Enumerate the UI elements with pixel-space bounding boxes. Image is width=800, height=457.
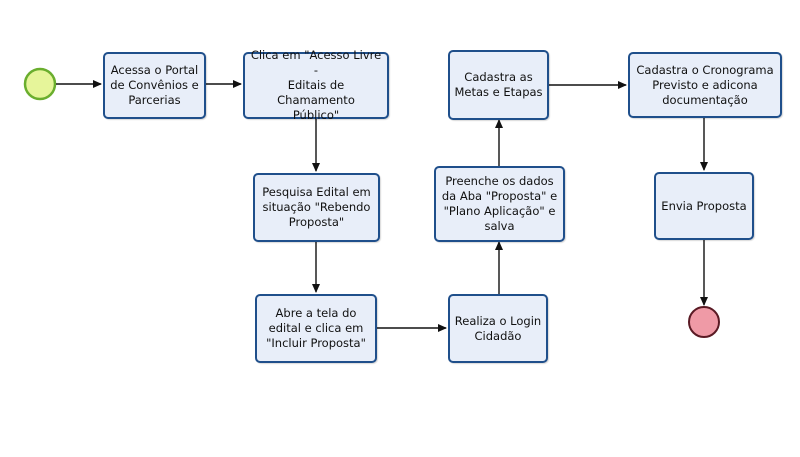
task-pesquisa-edital-label: Pesquisa Edital em situação "Rebendo Pro… bbox=[262, 185, 371, 229]
task-preenche-dados-label: Preenche os dados da Aba "Proposta" e "P… bbox=[441, 174, 558, 233]
task-preenche-dados: Preenche os dados da Aba "Proposta" e "P… bbox=[434, 166, 565, 242]
task-abre-tela-edital: Abre a tela do edital e clica em "Inclui… bbox=[255, 294, 377, 363]
task-cadastra-metas-label: Cadastra as Metas e Etapas bbox=[454, 70, 543, 99]
task-cadastra-metas: Cadastra as Metas e Etapas bbox=[448, 50, 549, 120]
task-realiza-login-label: Realiza o Login Cidadão bbox=[454, 313, 542, 343]
task-envia-proposta: Envia Proposta bbox=[654, 172, 754, 240]
task-realiza-login: Realiza o Login Cidadão bbox=[448, 294, 548, 363]
task-abre-tela-edital-label: Abre a tela do edital e clica em "Inclui… bbox=[266, 306, 366, 350]
start-event bbox=[23, 67, 57, 101]
task-cadastra-cronograma-label: Cadastra o Cronograma Previsto e adicona… bbox=[636, 62, 774, 107]
task-clica-acesso-livre: Clica em "Acesso Livre - Editais de Cham… bbox=[243, 48, 389, 122]
end-event bbox=[688, 306, 720, 338]
task-envia-proposta-label: Envia Proposta bbox=[661, 198, 747, 213]
task-pesquisa-edital: Pesquisa Edital em situação "Rebendo Pro… bbox=[253, 173, 380, 242]
task-acessa-portal: Acessa o Portal de Convênios e Parcerias bbox=[103, 52, 206, 119]
task-cadastra-cronograma: Cadastra o Cronograma Previsto e adicona… bbox=[628, 52, 782, 118]
task-clica-acesso-livre-label: Clica em "Acesso Livre - Editais de Cham… bbox=[250, 48, 382, 122]
task-acessa-portal-label: Acessa o Portal de Convênios e Parcerias bbox=[110, 63, 199, 107]
